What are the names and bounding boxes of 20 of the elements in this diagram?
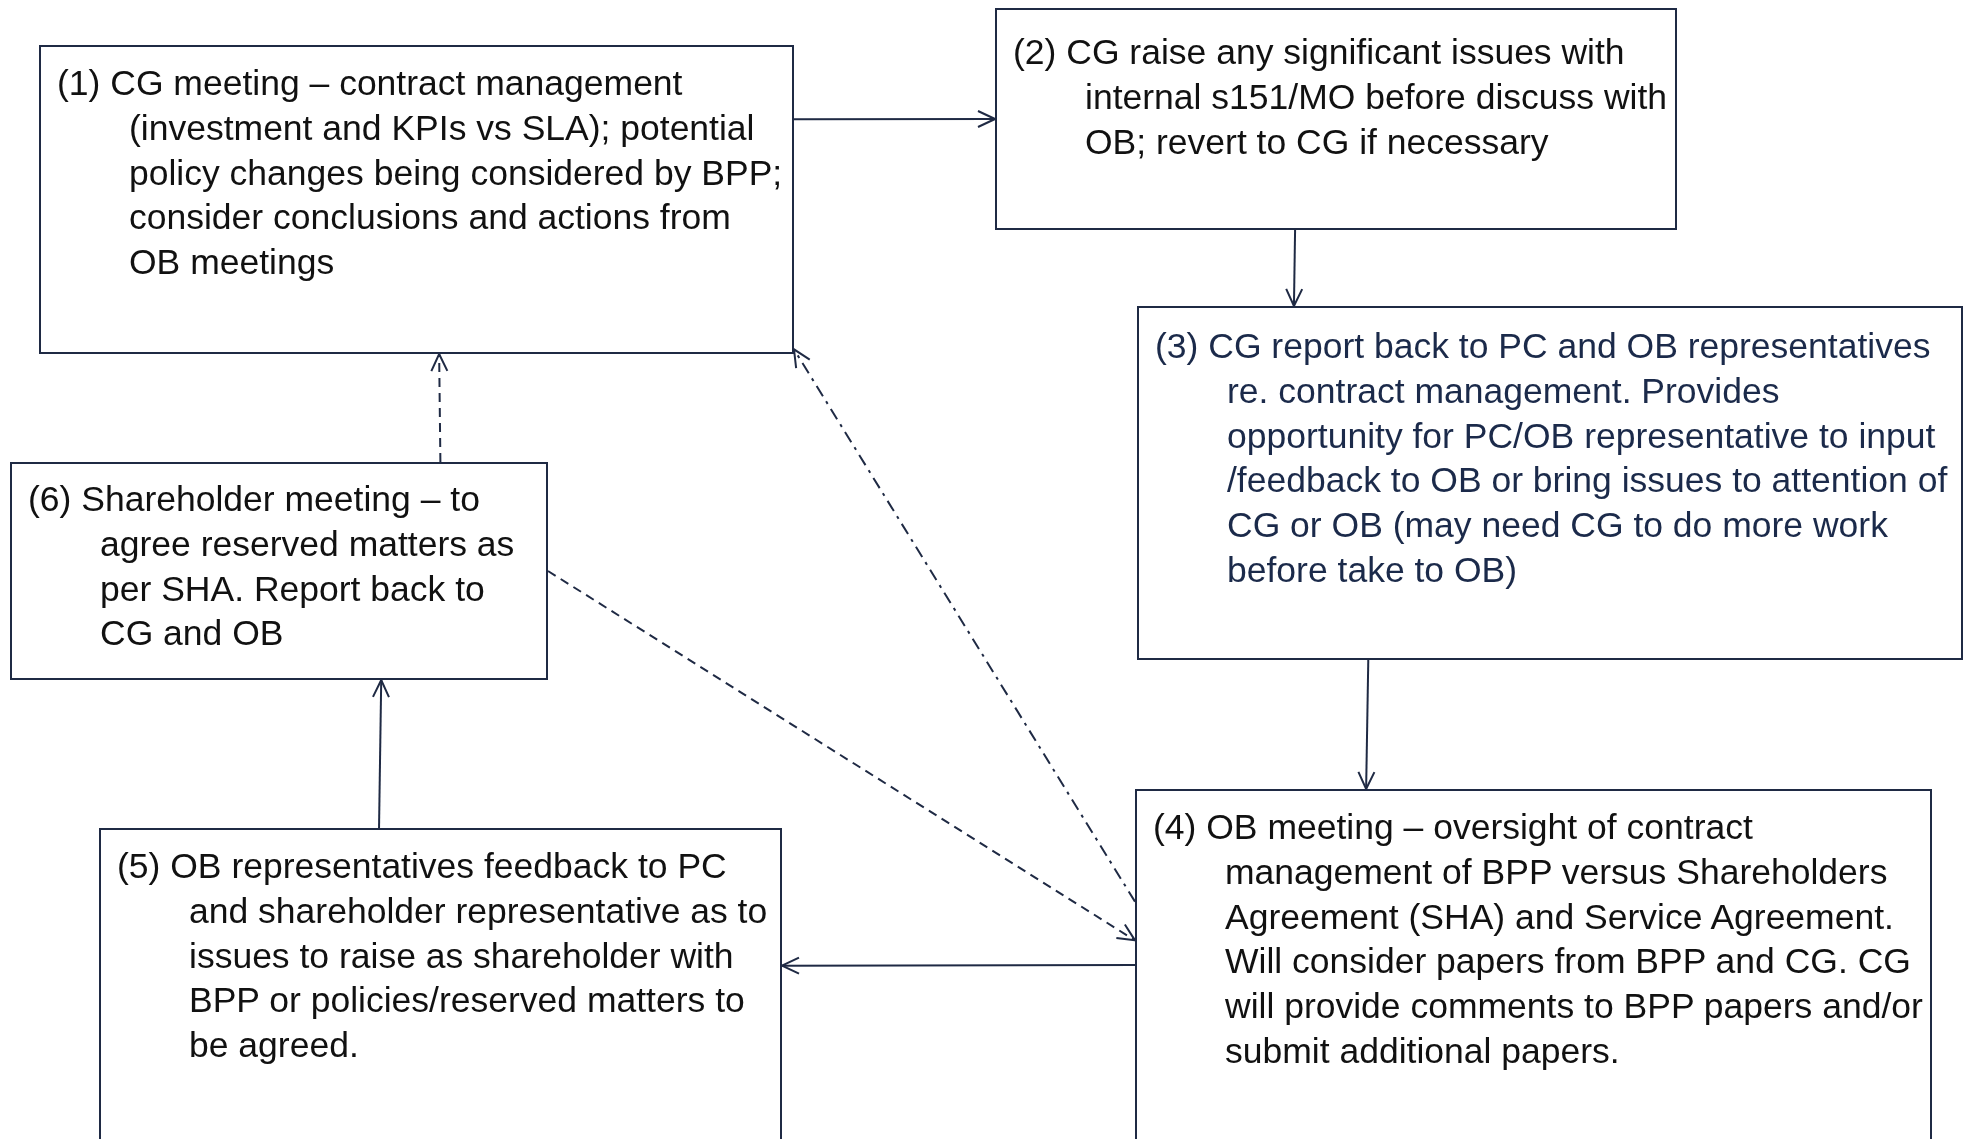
box-text: (5) OB representatives feedback to PC and shareholder representative as to issues to raise as shareholder with BPP or policies/reserved matters to be agreed.	[117, 845, 769, 1068]
process-box	[99, 828, 782, 1139]
box-text: (1) CG meeting – contract management (investment and KPIs vs SLA); potential policy changes being considered by BPP; consider conclusions and actions from OB meetings	[57, 62, 784, 285]
arrow	[430, 353, 449, 463]
arrow	[781, 956, 1136, 975]
box-text: (3) CG report back to PC and OB representatives re. contract management. Provides opportunity for PC/OB representative to input /feedback to OB or bring issues to attention of CG or OB (may need CG to do more work before take to OB)	[1155, 325, 1949, 592]
process-box	[39, 45, 794, 354]
process-box	[1137, 306, 1963, 660]
arrow	[547, 570, 1136, 942]
arrow	[793, 348, 1136, 903]
arrow	[793, 110, 996, 128]
arrow	[1285, 229, 1304, 307]
arrow	[1357, 659, 1376, 790]
box-text: (6) Shareholder meeting – to agree reserved matters as per SHA. Report back to CG and OB	[28, 478, 516, 656]
process-box	[1135, 789, 1932, 1139]
process-box	[995, 8, 1677, 230]
box-text: (4) OB meeting – oversight of contract management of BPP versus Shareholders Agreement (SHA) and Service Agreement. Will consider papers from BPP and CG. CG will provide comments to BPP papers and/or submit additional papers.	[1153, 806, 1924, 1073]
box-text: (2) CG raise any significant issues with internal s151/MO before discuss with OB; revert to CG if necessary	[1013, 31, 1669, 164]
process-box	[10, 462, 548, 680]
arrow	[371, 679, 390, 829]
